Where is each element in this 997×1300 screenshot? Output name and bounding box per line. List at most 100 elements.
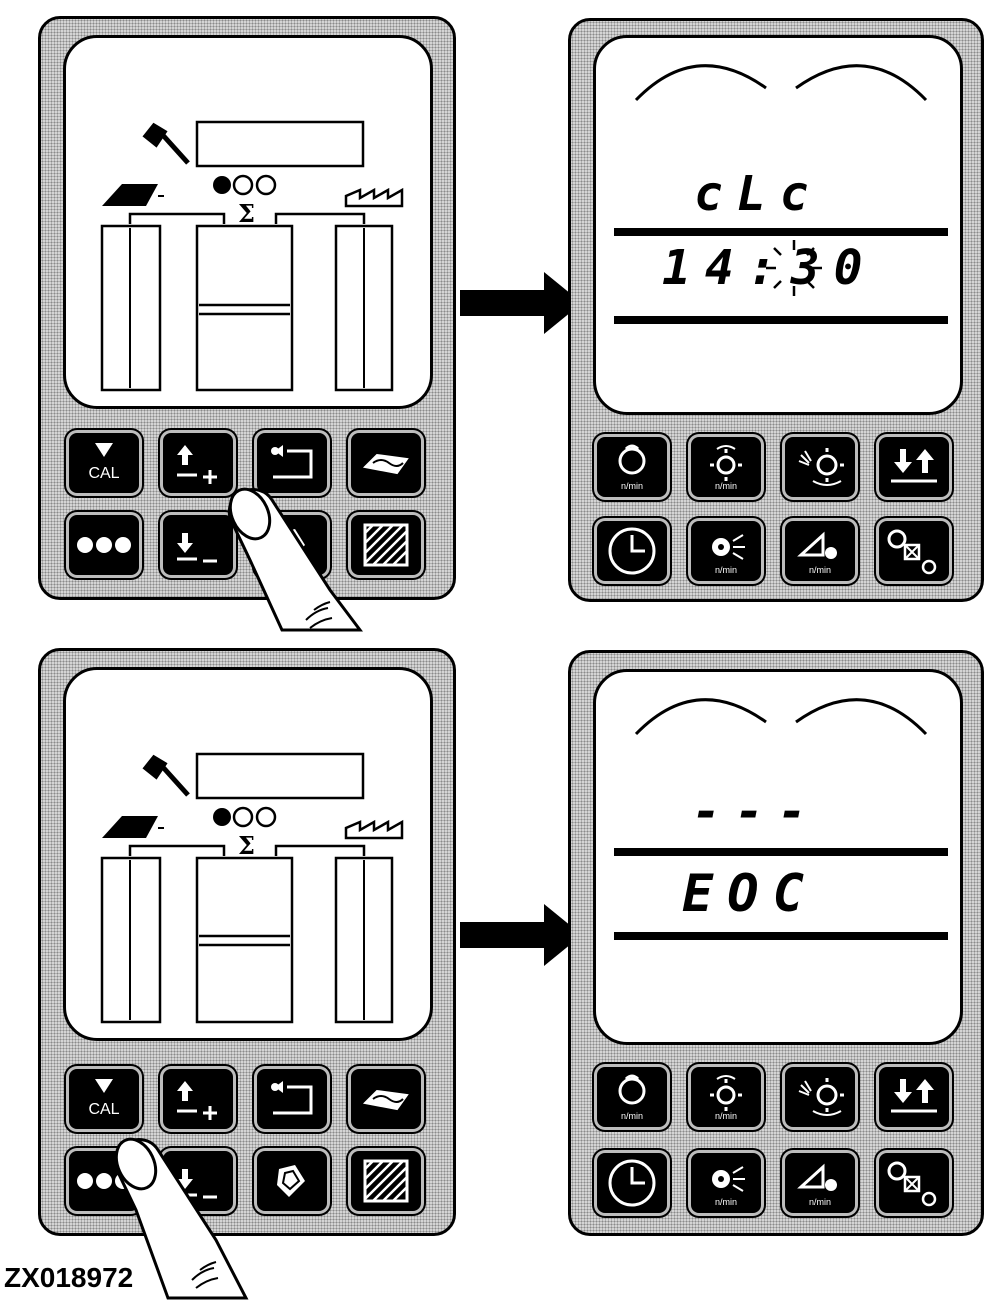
lift-lower-button[interactable] [879, 437, 949, 497]
fan-icon [712, 1166, 745, 1192]
map-button[interactable] [351, 433, 421, 493]
speed-unit-label: n/min [714, 481, 737, 491]
hatch-button[interactable] [351, 1151, 421, 1211]
ground-speed-icon [797, 1163, 837, 1191]
figure-id-label: ZX018972 [4, 1262, 134, 1293]
enter-arrow-icon [271, 445, 313, 479]
lcd-line2-top: 14:30 [662, 240, 877, 296]
indicator-dot-empty-2 [255, 806, 277, 828]
sigma-symbol: Σ [238, 199, 255, 228]
ground-speed-button[interactable]: n/min [785, 521, 855, 581]
map-button[interactable] [351, 1069, 421, 1129]
hatch-button[interactable] [351, 515, 421, 575]
gauge-display-top-left: Σ [100, 120, 404, 392]
speed-unit-label: n/min [714, 1111, 737, 1121]
arrow-right-bottom [460, 904, 582, 966]
tag-button[interactable] [257, 1151, 327, 1211]
cal-button[interactable]: CAL [69, 1069, 139, 1129]
rotor-speed-button[interactable]: n/min [691, 1067, 761, 1127]
diagnostics-button[interactable] [879, 521, 949, 581]
indicator-dot-filled [213, 176, 231, 194]
wrench-icon [142, 754, 190, 797]
tag-button[interactable] [257, 515, 327, 575]
speed-unit-label: n/min [714, 1197, 737, 1207]
decrease-button[interactable] [163, 515, 233, 575]
rotor-speed-button[interactable]: n/min [691, 437, 761, 497]
clock-icon [608, 527, 656, 575]
hatch-pattern-icon [363, 1159, 409, 1203]
field-area-icon [102, 184, 158, 206]
engine-speed-button[interactable]: n/min [597, 437, 667, 497]
sawtooth-icon [344, 187, 404, 208]
monitor-panel-top-left: Σ CAL [38, 16, 456, 600]
sigma-symbol: Σ [238, 831, 255, 860]
clock-button[interactable] [597, 1153, 667, 1213]
enter-arrow-icon [271, 1081, 313, 1115]
monitor-panel-bottom-right: --- EOC n/min n/min n/min n/min [568, 650, 984, 1236]
increase-button[interactable] [163, 1069, 233, 1129]
lcd-divider-2-top [614, 316, 948, 324]
map-icon [362, 1089, 409, 1111]
diagnostics-icon [887, 529, 937, 575]
speed-unit-label: n/min [808, 1197, 831, 1207]
spreader-gear-icon [798, 1078, 844, 1116]
service-display-box [195, 752, 365, 800]
rotor-gear-icon [710, 445, 742, 481]
diagnostics-button[interactable] [879, 1153, 949, 1213]
map-icon [362, 453, 409, 475]
three-dots-icon [77, 1173, 131, 1189]
lcd-arcs-bottom [634, 698, 928, 736]
diagnostics-icon [887, 1161, 937, 1207]
indicator-dot-empty-2 [255, 174, 277, 196]
increase-button[interactable] [163, 433, 233, 493]
spreader-button[interactable] [785, 437, 855, 497]
engine-icon [618, 444, 646, 475]
lcd-line1-bottom: --- [692, 784, 821, 840]
engine-speed-button[interactable]: n/min [597, 1067, 667, 1127]
lift-lower-button[interactable] [879, 1067, 949, 1127]
clock-icon [608, 1159, 656, 1207]
up-plus-icon [177, 445, 217, 484]
speed-unit-label: n/min [714, 565, 737, 575]
lcd-divider-1-bottom [614, 848, 948, 856]
down-minus-icon [177, 1169, 217, 1199]
enter-button[interactable] [257, 1069, 327, 1129]
hatch-pattern-icon [363, 523, 409, 567]
cal-label: CAL [88, 465, 120, 482]
monitor-screen-top-left: Σ [63, 35, 433, 409]
clock-button[interactable] [597, 521, 667, 581]
gauge-display-bottom-left: Σ [100, 752, 404, 1024]
wrench-icon [142, 122, 190, 165]
service-display-box [195, 120, 365, 168]
down-minus-icon [177, 533, 217, 563]
arrow-right-top [460, 272, 582, 334]
indicator-dot-empty-1 [232, 174, 254, 196]
enter-button[interactable] [257, 433, 327, 493]
cal-button[interactable]: CAL [69, 433, 139, 493]
rotor-gear-icon [710, 1075, 742, 1111]
dots-button[interactable] [69, 515, 139, 575]
indicator-dot-filled [213, 808, 231, 826]
decrease-button[interactable] [163, 1151, 233, 1211]
dots-button[interactable] [69, 1151, 139, 1211]
spreader-gear-icon [798, 448, 844, 486]
monitor-panel-bottom-left: Σ CAL [38, 648, 456, 1236]
monitor-panel-top-right: cLc 14:30 n/min n/min n/min [568, 18, 984, 602]
fan-speed-button[interactable]: n/min [691, 1153, 761, 1213]
tag-icon [277, 529, 305, 561]
up-plus-icon [177, 1081, 217, 1120]
lift-lower-icon [891, 449, 937, 483]
three-dots-icon [77, 537, 131, 553]
fan-speed-button[interactable]: n/min [691, 521, 761, 581]
ground-speed-icon [797, 531, 837, 559]
sawtooth-icon [344, 819, 404, 840]
bar-center [195, 224, 294, 392]
spreader-button[interactable] [785, 1067, 855, 1127]
monitor-screen-bottom-left: Σ [63, 667, 433, 1041]
lcd-divider-2-bottom [614, 932, 948, 940]
ground-speed-button[interactable]: n/min [785, 1153, 855, 1213]
indicator-dot-empty-1 [232, 806, 254, 828]
speed-unit-label: n/min [808, 565, 831, 575]
cal-label: CAL [88, 1101, 120, 1118]
lcd-divider-1-top [614, 228, 948, 236]
